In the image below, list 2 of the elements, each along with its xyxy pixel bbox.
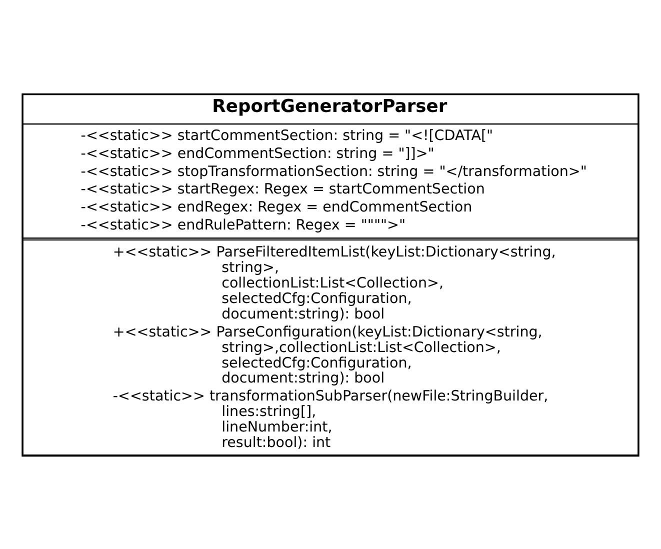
node-box: +<<static>> ParseFilteredItemList(keyList:Dictionary<string, string>, collectionList:List<Collection>, selectedCfg:Configuration, document:string): bool +<<static>> ParseConfiguration(keyList:Dictionary<string, string>,collectionList:List<Collection>, selectedCfg:Configuration, document:string): bool -<<static>> transformationSubParser(newFile:StringBuilder, lines:string[], lineNumber:int, result:bool): int <box>22 238 640 456</box>
node-box: -<<static>> startCommentSection: string = "<![CDATA[" -<<static>> endCommentSection: string = "]]>" -<<static>> stopTransformationSection: string = "</transformation>" -<<static>> startRegex: Regex = startCommentSection -<<static>> endRegex: Regex = endCommentSection -<<static>> endRulePattern: Regex = """">" <box>22 122 640 238</box>
